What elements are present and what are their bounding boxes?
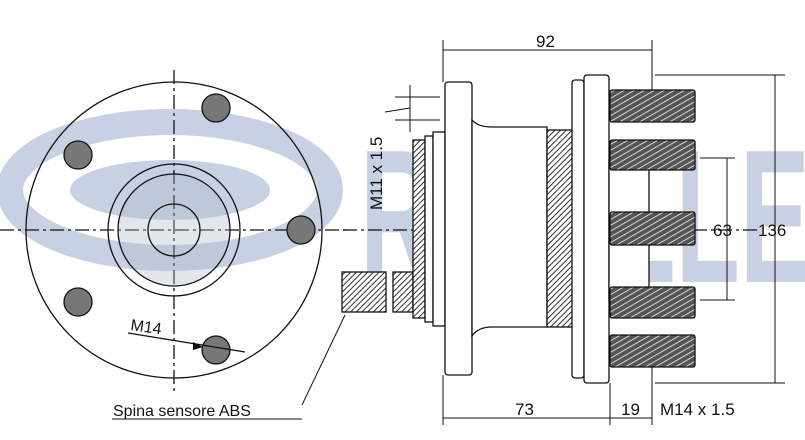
center-bore [147, 203, 201, 257]
dim-m11-thread: M11 x 1.5 [367, 137, 386, 210]
wheel-stud [609, 89, 696, 123]
wheel-stud [609, 211, 696, 246]
dim-stud-thread: M14 x 1.5 [660, 400, 735, 419]
front-view [0, 70, 350, 395]
sensor-ring [412, 139, 426, 319]
bolt-hole [286, 215, 316, 245]
dim-overall-length: 92 [536, 32, 555, 51]
bolt-hole [63, 287, 93, 317]
mounting-flange [444, 81, 473, 376]
hub-outer-circle [107, 163, 241, 297]
wheel-stud [609, 334, 696, 368]
wheel-stud [609, 139, 696, 171]
dim-stud-length: 19 [621, 400, 640, 419]
abs-leader [301, 314, 346, 406]
dim-hub-length: 73 [515, 400, 534, 419]
flange-outline [25, 81, 323, 379]
m14-label: M14 [129, 317, 162, 338]
bolt-hole [201, 335, 231, 365]
abs-sensor-plug [341, 271, 387, 313]
dim-bore-diameter: 63 [713, 221, 732, 240]
hub-body [471, 118, 548, 339]
m14-leader [127, 332, 246, 353]
bolt-hole [201, 93, 231, 123]
wheel-flange [583, 74, 610, 384]
dimension-lines [384, 40, 785, 425]
bolt-hole [63, 140, 93, 170]
wheel-stud [609, 286, 696, 319]
dim-flange-diameter: 136 [758, 221, 786, 240]
abs-sensor-label: Spina sensore ABS [113, 403, 251, 420]
side-view [341, 74, 760, 384]
bearing-section [546, 129, 576, 328]
hub-inner-circle [117, 173, 231, 287]
bolt-holes [63, 93, 316, 365]
